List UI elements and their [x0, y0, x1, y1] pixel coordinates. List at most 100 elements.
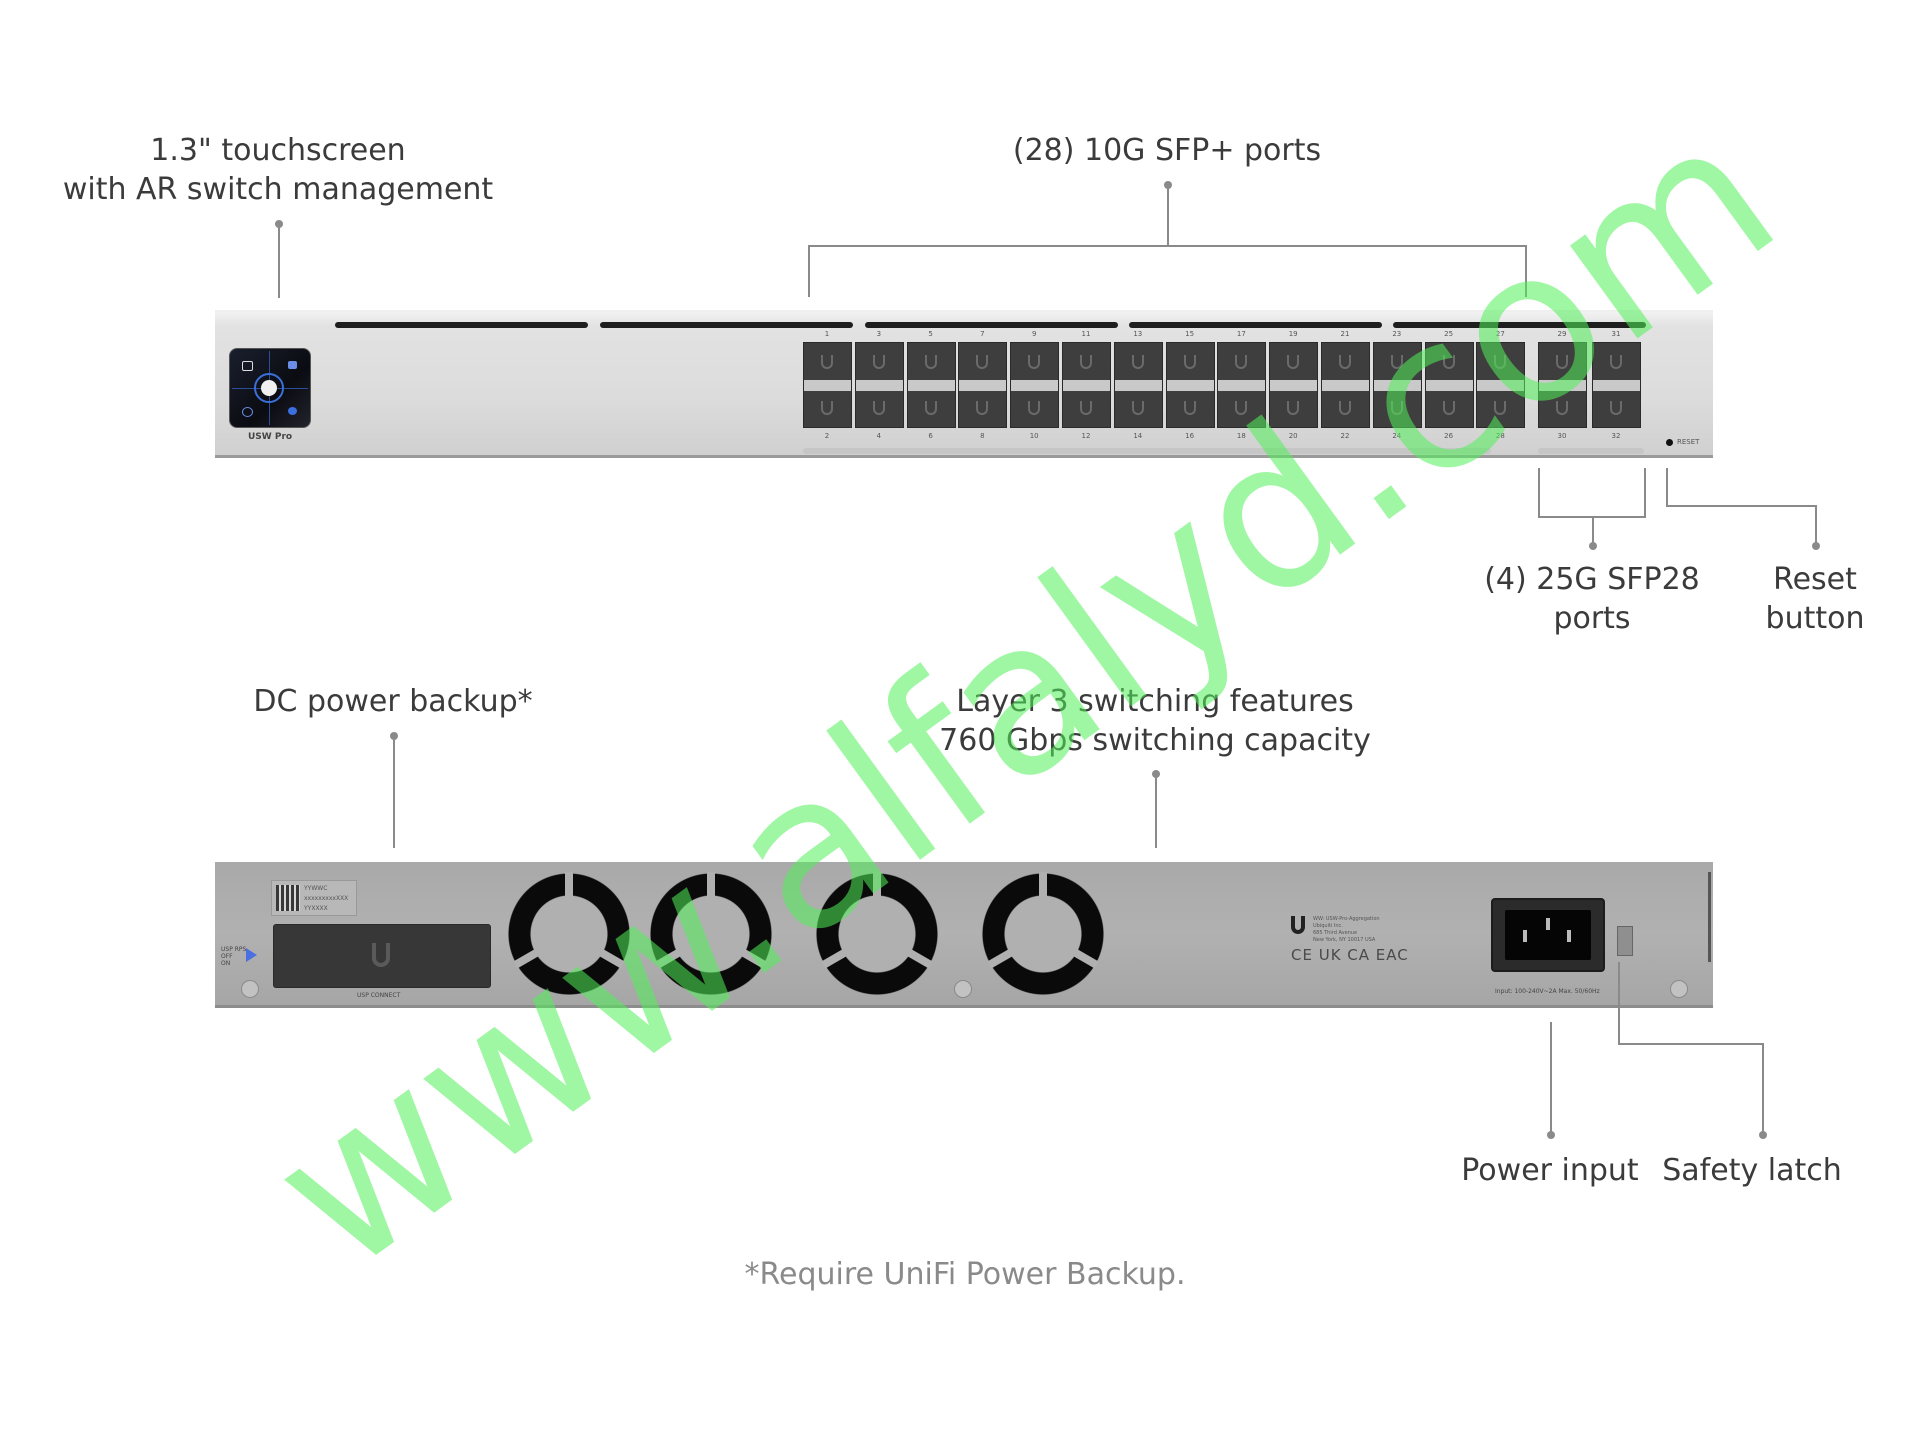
qr-code-icon: [276, 885, 300, 911]
dc-power-backup-port[interactable]: [273, 924, 491, 988]
port-number-label: 27: [1495, 330, 1505, 338]
safety-latch-callout: Safety latch: [1662, 1153, 1842, 1188]
port-number-label: 9: [1031, 330, 1037, 338]
safety-latch[interactable]: [1617, 926, 1633, 956]
usp-connect-label: USP CONNECT: [357, 992, 401, 999]
vent-slot: [1393, 322, 1646, 328]
touchscreen-callout-line2: with AR switch management: [62, 172, 494, 207]
port-number-label: 15: [1185, 330, 1195, 338]
vent-slot: [600, 322, 853, 328]
touchscreen-center-button[interactable]: [261, 380, 277, 396]
sfp-plus-port[interactable]: [1269, 342, 1319, 428]
reset-leader-horizontal: [1666, 505, 1816, 507]
sfp-plus-port[interactable]: [1010, 342, 1060, 428]
reset-leader-drop: [1815, 505, 1817, 547]
port-number-label: 3: [876, 330, 882, 338]
safety-latch-leader-drop: [1762, 1043, 1764, 1135]
reset-leader-line: [1666, 468, 1668, 506]
reset-button[interactable]: [1666, 439, 1673, 446]
sfp-plus-port[interactable]: [958, 342, 1008, 428]
sfp-plus-port[interactable]: [1476, 342, 1526, 428]
dc-backup-leader-line: [393, 736, 395, 848]
vent-slot: [335, 322, 588, 328]
sfp28-callout-line1: (4) 25G SFP28: [1484, 562, 1700, 597]
port-number-label: 17: [1236, 330, 1246, 338]
touchscreen[interactable]: [229, 348, 311, 428]
layer3-callout-line1: Layer 3 switching features: [956, 684, 1354, 719]
sfp28-bracket-left: [1538, 468, 1540, 516]
port-number-label: 5: [928, 330, 933, 338]
safety-latch-leader-horizontal: [1618, 1043, 1764, 1045]
port-number-label: 8: [980, 432, 985, 440]
sfp-plus-port[interactable]: [1321, 342, 1370, 428]
reset-callout-line2: button: [1765, 601, 1865, 636]
reset-callout-line1: Reset: [1773, 562, 1857, 597]
safety-latch-leader-line: [1618, 962, 1620, 1044]
touchscreen-callout-line1: 1.3" touchscreen: [150, 133, 406, 168]
sfp28-callout: (4) 25G SFP28 ports: [1484, 560, 1700, 638]
sfp28-leader-line: [1592, 516, 1594, 546]
status-icon: [288, 407, 297, 415]
fan-vent: [649, 872, 773, 996]
port-number-label: 1: [824, 330, 830, 338]
port-number-label: 14: [1133, 432, 1143, 440]
sfp-plus-callout: (28) 10G SFP+ ports: [1012, 133, 1322, 168]
port-number-label: 16: [1185, 432, 1195, 440]
network-icon: [242, 361, 253, 371]
usp-rps-led-icon: [246, 948, 257, 962]
regulatory-text: WW: USW-Pro-Aggregation Ubiquiti Inc. 68…: [1313, 916, 1380, 943]
sfp-plus-port[interactable]: [803, 342, 852, 428]
sfp-plus-bracket: [808, 245, 1527, 247]
sfp28-port[interactable]: [1538, 342, 1587, 428]
dc-backup-callout: DC power backup*: [253, 684, 533, 719]
sfp-plus-port[interactable]: [1372, 342, 1422, 428]
port-number-label: 20: [1288, 432, 1298, 440]
port-number-label: 10: [1029, 432, 1039, 440]
vent-slot: [1129, 322, 1382, 328]
certification-marks: CE UK CA EAC: [1291, 946, 1409, 964]
touchscreen-ring: [254, 373, 284, 403]
rear-panel: YYWWC xxxxxxxxxXXX YYXXXX USP RPS OFF ON…: [215, 862, 1713, 1008]
layer3-callout-line2: 760 Gbps switching capacity: [939, 723, 1371, 758]
model-label: USW Pro: [248, 432, 293, 442]
port-number-label: 22: [1340, 432, 1350, 440]
power-input-callout: Power input: [1461, 1153, 1639, 1188]
port-number-label: 7: [980, 330, 985, 338]
port-number-label: 25: [1444, 330, 1454, 338]
sfp-plus-port[interactable]: [1113, 342, 1163, 428]
port-number-label: 18: [1236, 432, 1246, 440]
port-number-label: 11: [1081, 330, 1091, 338]
sfp-plus-port[interactable]: [1062, 342, 1111, 428]
sfp-plus-port[interactable]: [1165, 342, 1215, 428]
power-input-leader-dot: [1547, 1131, 1555, 1139]
port-number-label: 4: [876, 432, 882, 440]
sfp-plus-port[interactable]: [854, 342, 904, 428]
port-number-label: 31: [1611, 330, 1621, 338]
touchscreen-callout: 1.3" touchscreen with AR switch manageme…: [63, 131, 493, 209]
port-number-label: 2: [824, 432, 830, 440]
port-number-label: 12: [1081, 432, 1091, 440]
sfp-plus-port[interactable]: [1424, 342, 1474, 428]
port-number-label: 28: [1495, 432, 1505, 440]
info-icon: [242, 407, 253, 417]
sfp-plus-port[interactable]: [906, 342, 956, 428]
port-number-label: 29: [1557, 330, 1567, 338]
reset-label: RESET: [1677, 438, 1700, 446]
power-input-socket[interactable]: [1491, 898, 1605, 972]
port-number-label: 6: [928, 432, 933, 440]
sfp28-callout-line2: ports: [1553, 601, 1631, 636]
sfp-plus-port[interactable]: [1217, 342, 1267, 428]
screw-icon: [1670, 980, 1688, 998]
port-number-label: 26: [1444, 432, 1454, 440]
layer3-callout: Layer 3 switching features 760 Gbps swit…: [939, 682, 1371, 760]
ubiquiti-logo-icon: [1291, 916, 1305, 934]
ubiquiti-logo-icon: [372, 943, 390, 967]
screw-icon: [241, 980, 259, 998]
port-number-label: 13: [1133, 330, 1143, 338]
fan-vent: [981, 872, 1105, 996]
sfp28-port[interactable]: [1592, 342, 1641, 428]
usp-rps-label: USP RPS OFF ON: [221, 946, 247, 967]
port-number-label: 24: [1392, 432, 1402, 440]
sfp28-speed-bar: [1538, 448, 1644, 454]
